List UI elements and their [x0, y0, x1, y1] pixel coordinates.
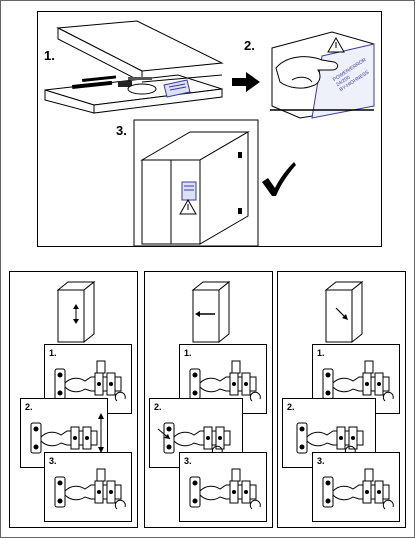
hinge-step-3-number: 3. [184, 456, 192, 466]
step-3-number: 3. [116, 123, 127, 138]
hinge-step-3-frame: 3. [44, 452, 132, 522]
open-box-illustration [44, 20, 224, 114]
hinge-icon [54, 468, 126, 510]
hinge-step-1-number: 1. [184, 348, 192, 358]
cabinet-icon [324, 280, 364, 344]
hinge-step-3-number: 3. [317, 456, 325, 466]
sticker-instruction-panel: 1. 2. [37, 11, 382, 247]
step-1-number: 1. [44, 48, 55, 63]
hinge-panel-side: horizontal 1. 2. 3. [144, 271, 273, 528]
hinge-step-3-number: 3. [49, 456, 57, 466]
checkmark-icon [262, 162, 296, 196]
right-arrow-icon [232, 72, 260, 92]
cabinet-icon [56, 280, 96, 344]
step-2-number: 2. [244, 38, 255, 53]
cabinet-icon [191, 280, 231, 344]
hinge-icon [30, 413, 104, 454]
hinge-step-2-number: 2. [287, 402, 295, 412]
hinge-step-3-frame: 3. [179, 452, 267, 522]
cabinet-with-sticker-illustration [133, 119, 259, 247]
hinge-panel-depth: vertical-double 1. 2. 3. [9, 271, 138, 528]
hinge-icon [157, 422, 231, 456]
hinge-step-3-frame: 3. [312, 452, 400, 522]
hinge-step-1-number: 1. [49, 348, 57, 358]
hinge-icon [189, 360, 261, 402]
hinge-icon [322, 468, 394, 510]
hinge-panel-height: diagonal 1. 2. 3. [277, 271, 406, 528]
hinge-icon [189, 468, 261, 510]
hinge-step-1-number: 1. [317, 348, 325, 358]
peel-sticker-illustration: POWER/ERROR 24/200 BY-HIGHNESS [262, 26, 378, 119]
hinge-icon [54, 360, 126, 402]
hinge-step-2-number: 2. [154, 402, 162, 412]
hinge-step-2-number: 2. [25, 402, 33, 412]
hinge-icon [322, 360, 394, 402]
